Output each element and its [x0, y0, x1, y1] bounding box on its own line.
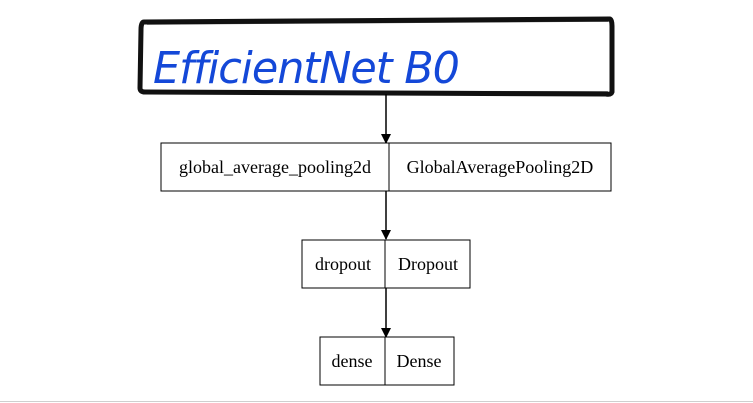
- layer-dropout-node: dropout Dropout: [301, 239, 471, 289]
- layer-name: dense: [332, 351, 373, 371]
- layer-node-box: [160, 142, 612, 192]
- layer-class-name: Dropout: [398, 254, 458, 274]
- title-box-sketch-line: [142, 20, 609, 93]
- model-title: EfficientNet B0: [153, 43, 459, 94]
- title-box: EfficientNet B0: [137, 16, 615, 97]
- title-box-border: [137, 16, 615, 97]
- layer-name: dropout: [315, 254, 371, 274]
- layer-global-average-pooling-node: global_average_pooling2d GlobalAveragePo…: [160, 142, 612, 192]
- layer-dense-node: dense Dense: [319, 336, 455, 386]
- layer-node-box: [319, 336, 455, 386]
- layer-node-box: [301, 239, 471, 289]
- layer-class-name: Dense: [397, 351, 442, 371]
- layer-class-name: GlobalAveragePooling2D: [407, 157, 594, 177]
- layer-name: global_average_pooling2d: [179, 157, 371, 177]
- bottom-separator: [0, 401, 753, 402]
